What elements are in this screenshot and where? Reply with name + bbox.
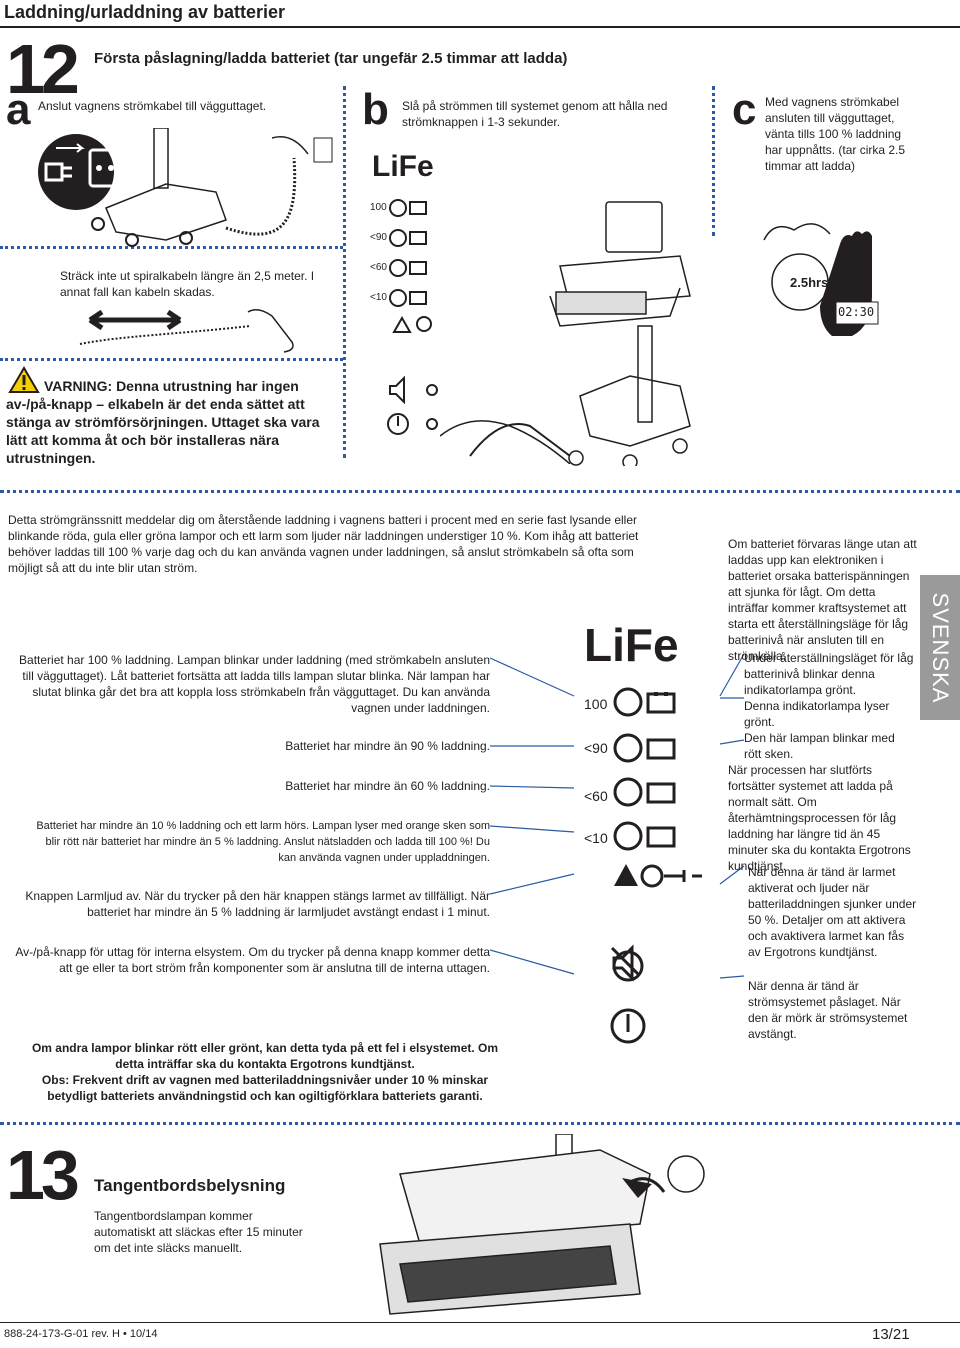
- level-small-90: <90: [370, 232, 387, 243]
- right-pointer-lines: [719, 653, 745, 979]
- timer-illustration: [763, 223, 879, 336]
- step-b-text: Slå på strömmen till systemet genom att …: [402, 99, 668, 129]
- desc-level-10: Batteriet har mindre än 10 % laddning oc…: [36, 820, 490, 864]
- footer-rule: [0, 1322, 960, 1323]
- footer-doc-number: 888-24-173-G-01 rev. H • 10/14: [4, 1328, 158, 1340]
- footer-page-number: 13/21: [872, 1326, 910, 1343]
- desc-mute: Knappen Larmljud av. När du trycker på d…: [25, 889, 490, 919]
- right-text-recovery: Om batteriet förvaras länge utan att lad…: [728, 537, 917, 663]
- step-letter-c: c: [732, 85, 757, 134]
- warning-icon: [8, 366, 40, 393]
- step-letter-a: a: [6, 85, 31, 134]
- indicator-panel: [610, 687, 702, 1044]
- right-power-text: När denna är tänd är strömsystemet påsla…: [748, 979, 908, 1041]
- step-a-text: Anslut vagnens strömkabel till vägguttag…: [38, 99, 267, 113]
- clock-display: 02:30: [838, 305, 875, 319]
- interface-intro: Detta strömgränssnitt meddelar dig om åt…: [8, 513, 639, 575]
- divider-note-warning: [0, 358, 343, 361]
- step-heading-13: Tangentbordsbelysning: [94, 1176, 286, 1195]
- bold-note-fault: Om andra lampor blinkar rött eller grönt…: [31, 1041, 499, 1071]
- level-small-100: 100: [370, 202, 387, 213]
- panel-cart-illustration: [387, 199, 691, 466]
- language-tab: SVENSKA: [920, 575, 960, 720]
- cart-plug-illustration: [38, 128, 333, 247]
- cable-stretch-illustration: [79, 309, 294, 353]
- right-alarm-text: När denna är tänd är larmet aktiverat oc…: [748, 865, 917, 959]
- level-100: 100: [584, 696, 608, 712]
- step-c-text: Med vagnens strömkabel ansluten till väg…: [765, 95, 906, 173]
- step-heading-12: Första påslagning/ladda batteriet (tar u…: [94, 50, 568, 67]
- desc-power: Av-/på-knapp för uttag för interna elsys…: [15, 945, 490, 975]
- keyboard-light-illustration: [379, 1134, 705, 1315]
- divider-a-note: [0, 246, 343, 249]
- desc-level-90: Batteriet har mindre än 90 % laddning.: [285, 739, 490, 753]
- level-small-10: <10: [370, 292, 387, 303]
- timer-label: 2.5hrs: [790, 275, 829, 290]
- divider-section: [0, 490, 960, 493]
- language-tab-label: SVENSKA: [928, 592, 953, 703]
- right-bullet-3: Den här lampan blinkar med rött sken.: [744, 731, 895, 761]
- page-title: Laddning/urladdning av batterier: [4, 2, 286, 22]
- bold-note-warranty: Obs: Frekvent drift av vagnen med batter…: [41, 1073, 489, 1103]
- cable-note: Sträck inte ut spiralkabeln längre än 2,…: [60, 269, 315, 299]
- divider-a-b: [343, 86, 346, 458]
- pressing-hand-illustration: [440, 420, 571, 464]
- desc-level-100: Batteriet har 100 % laddning. Lampan bli…: [19, 653, 490, 715]
- right-bullet-1: Under återställningsläget för låg batter…: [744, 651, 914, 697]
- step-number-12: 12: [6, 30, 80, 108]
- title-rule: [0, 26, 960, 28]
- level-small-60: <60: [370, 262, 387, 273]
- step-13-text: Tangentbordslampan kommer automatiskt at…: [94, 1209, 303, 1255]
- level-60: <60: [584, 788, 608, 804]
- right-text-completion: När processen har slutförts fortsätter s…: [728, 763, 911, 873]
- life-logo-big: LiFe: [584, 619, 679, 671]
- divider-section-13: [0, 1122, 960, 1125]
- pointer-lines: [490, 657, 575, 975]
- life-logo-small: LiFe: [372, 150, 434, 183]
- level-90: <90: [584, 740, 608, 756]
- warning-text: VARNING: Denna utrustning har ingen av-/…: [6, 378, 320, 466]
- divider-b-c: [712, 86, 715, 236]
- level-10: <10: [584, 830, 608, 846]
- desc-level-60: Batteriet har mindre än 60 % laddning.: [285, 779, 490, 793]
- step-number-13: 13: [6, 1136, 80, 1214]
- step-letter-b: b: [362, 85, 389, 134]
- right-bullet-2: Denna indikatorlampa lyser grönt.: [744, 699, 890, 729]
